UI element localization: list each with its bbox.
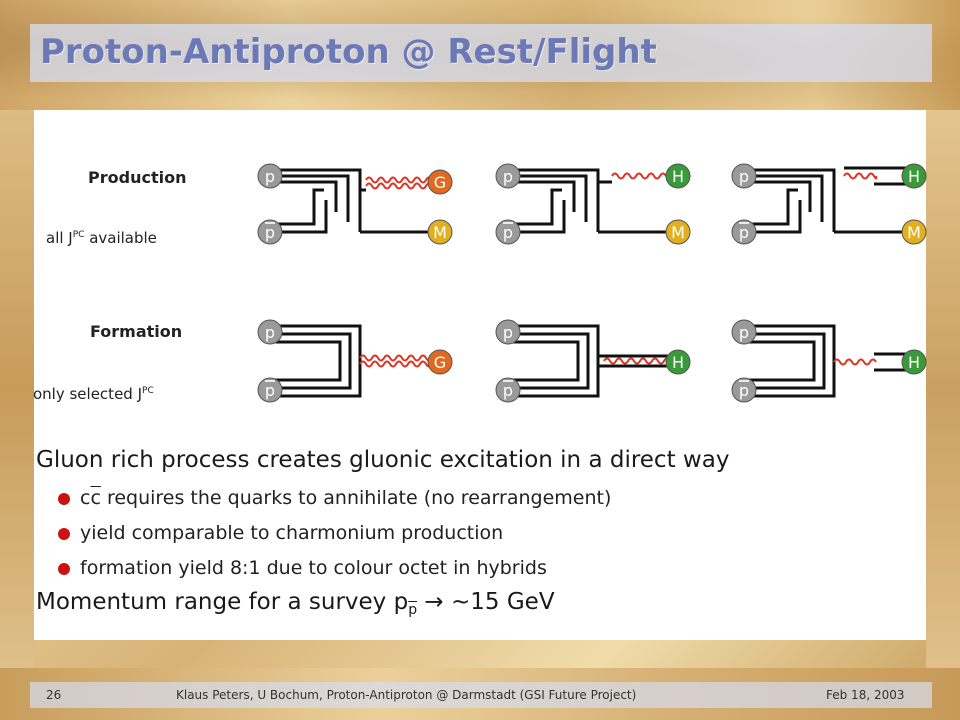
bullet-item: cc requires the quarks to annihilate (no… <box>58 482 611 517</box>
production-note-prefix: all J <box>46 229 73 247</box>
title-band <box>30 24 932 82</box>
production-note-sup: PC <box>72 230 85 240</box>
momentum-subscript: p <box>408 602 418 618</box>
bullet-text: formation yield 8:1 due to colour octet … <box>80 557 547 579</box>
left-decoration <box>0 110 34 668</box>
footer-band <box>30 682 932 708</box>
arrow-icon: → <box>424 589 444 615</box>
footer-credit: Klaus Peters, U Bochum, Proton-Antiproto… <box>176 688 637 702</box>
bullet-dot <box>58 528 70 540</box>
bullet-dot <box>58 563 70 575</box>
bullet-list: cc requires the quarks to annihilate (no… <box>58 482 611 587</box>
bullet-text-post: requires the quarks to annihilate (no re… <box>100 487 612 509</box>
bullet-text-bar: c <box>90 487 101 509</box>
page-number: 26 <box>46 688 62 702</box>
momentum-text: Momentum range for a survey p <box>36 589 409 615</box>
headline-gluon-rich: Gluon rich process creates gluonic excit… <box>36 447 730 473</box>
bullet-dot <box>58 493 70 505</box>
bullet-text-pre: c <box>80 487 91 509</box>
production-note-suffix: available <box>84 229 157 247</box>
production-label: Production <box>88 168 187 187</box>
momentum-value: ~15 GeV <box>443 589 555 615</box>
production-note: all JPC available <box>46 229 157 247</box>
footer-date: Feb 18, 2003 <box>826 688 905 702</box>
bullet-item: formation yield 8:1 due to colour octet … <box>58 552 611 587</box>
headline-momentum-range: Momentum range for a survey pp → ~15 GeV <box>36 589 555 618</box>
formation-note-prefix: only selected J <box>33 385 143 403</box>
formation-note: only selected JPC <box>33 385 154 403</box>
bullet-item: yield comparable to charmonium productio… <box>58 517 611 552</box>
formation-note-sup: PC <box>142 386 154 396</box>
formation-label: Formation <box>90 322 183 341</box>
slide-title: Proton-Antiproton @ Rest/Flight <box>40 32 657 72</box>
bullet-text: yield comparable to charmonium productio… <box>80 522 504 544</box>
right-decoration <box>926 110 960 668</box>
